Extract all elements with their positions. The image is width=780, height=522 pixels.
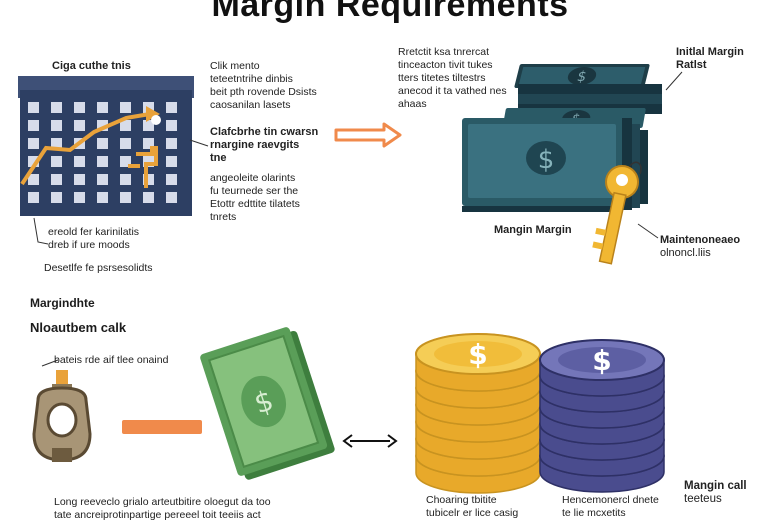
maintenance-label: Maintenoneaeo xyxy=(660,234,741,246)
building-window xyxy=(51,192,62,203)
right-arrow-icon xyxy=(334,122,402,148)
gold-coin-stack-icon: $ xyxy=(415,333,541,494)
building-window xyxy=(97,102,108,113)
building-window xyxy=(97,138,108,149)
padlock-icon xyxy=(32,370,92,462)
building-window xyxy=(166,174,177,185)
callout-leader xyxy=(33,217,49,245)
building-window xyxy=(51,138,62,149)
building-window xyxy=(28,138,39,149)
middle-text-line: beit pth rovende Dsists xyxy=(210,86,317,98)
margin-label: Margindhte xyxy=(30,296,95,310)
middle-text-line: tnrets xyxy=(210,211,237,223)
building-window xyxy=(120,156,131,167)
middle-bold-line: rnargine raevgits xyxy=(210,139,300,151)
middle-text-line: Etottr edttite tilatets xyxy=(210,198,300,210)
building-window xyxy=(143,138,154,149)
money-text-line: ahaas xyxy=(398,98,427,110)
building-window xyxy=(143,156,154,167)
middle-text-line: caosanilan lasets xyxy=(210,99,291,111)
svg-text:$: $ xyxy=(592,344,611,377)
building-window xyxy=(166,138,177,149)
coins-caption-line: Hencemonercl dnete xyxy=(562,494,659,506)
building-window xyxy=(120,174,131,185)
mangin-margin-label: Mangin Margin xyxy=(494,224,572,236)
money-text-line: anecod it ta vathed nes xyxy=(398,85,507,97)
building-window xyxy=(51,102,62,113)
callout-leader xyxy=(665,71,683,91)
money-text-line: tters titetes tiltestrs xyxy=(398,72,486,84)
svg-text:$: $ xyxy=(575,69,588,85)
middle-bold-line: Clafcbrhe tin cwarsn xyxy=(210,126,319,138)
money-stack-illustration: $ $ $ xyxy=(462,64,662,265)
page-title: Margin Requirements xyxy=(211,0,569,24)
middle-text-line: teteetntrihe dinbis xyxy=(210,73,293,85)
building-window xyxy=(166,120,177,131)
building-window xyxy=(51,174,62,185)
initial-margin-label: Initlal Margin xyxy=(676,46,744,58)
building-window xyxy=(143,120,154,131)
initial-margin-label: Ratlst xyxy=(676,59,707,71)
building-window xyxy=(74,174,85,185)
building-window xyxy=(74,192,85,203)
svg-text:$: $ xyxy=(468,338,487,371)
middle-text-line: angeoleite olarints xyxy=(210,172,296,184)
coins-caption-line: te lie mcxetits xyxy=(562,507,626,519)
orange-bar xyxy=(122,420,202,434)
bottom-text-line: Long reeveclo grialo arteutbitire oloegu… xyxy=(54,496,271,508)
building-window xyxy=(28,102,39,113)
building-window xyxy=(166,102,177,113)
building-caption-line: dreb if ure moods xyxy=(48,239,130,251)
svg-text:$: $ xyxy=(538,145,555,175)
middle-text-line: Clik mento xyxy=(210,60,260,72)
double-arrow-icon xyxy=(342,434,398,448)
building-window xyxy=(51,156,62,167)
building-window xyxy=(28,174,39,185)
cash-bill-icon: $ xyxy=(200,327,335,480)
margin-call-status-label: teeteus xyxy=(684,493,722,505)
middle-text-line: fu teurnede ser the xyxy=(210,185,299,197)
building-window xyxy=(120,120,131,131)
building-window xyxy=(143,174,154,185)
building-illustration xyxy=(18,76,194,216)
building-window xyxy=(166,192,177,203)
callout-leader xyxy=(189,139,209,147)
building-window xyxy=(97,174,108,185)
callout-leader xyxy=(41,359,59,367)
building-footer: Desetlfe fe psrsesolidts xyxy=(44,262,153,274)
building-window xyxy=(120,138,131,149)
building-window xyxy=(74,102,85,113)
money-text-line: Rretctit ksa tnrercat xyxy=(398,46,490,58)
margin-call-label: Nloautbem calk xyxy=(30,320,127,335)
building-window xyxy=(97,120,108,131)
building-window xyxy=(51,120,62,131)
building-window xyxy=(120,102,131,113)
margin-call-status-label: Mangin call xyxy=(684,480,747,492)
building-window xyxy=(28,192,39,203)
coins-caption-line: tubicelr er lice casig xyxy=(426,507,519,519)
maintenance-label: olnoncl.liis xyxy=(660,247,711,259)
building-window xyxy=(166,156,177,167)
building-window xyxy=(28,120,39,131)
coins-caption-line: Choaring tbitite xyxy=(426,494,497,506)
building-window xyxy=(74,156,85,167)
building-window xyxy=(143,192,154,203)
bottom-text-line: tate ancreiprotinpartige pereeel toit te… xyxy=(54,509,261,521)
building-window xyxy=(120,192,131,203)
building-window xyxy=(28,156,39,167)
building-window xyxy=(97,192,108,203)
callout-leader xyxy=(637,223,659,239)
gauge-caption: bateis rde aif tlee onaind xyxy=(54,354,169,366)
purple-coin-stack-icon: $ xyxy=(539,339,665,493)
building-caption-line: ereold fer karinilatis xyxy=(48,226,140,238)
middle-bold-line: tne xyxy=(210,152,227,164)
building-window xyxy=(74,120,85,131)
building-heading: Ciga cuthe tnis xyxy=(52,60,131,72)
building-window xyxy=(97,156,108,167)
money-text-line: tinceacton tivit tukes xyxy=(398,59,493,71)
